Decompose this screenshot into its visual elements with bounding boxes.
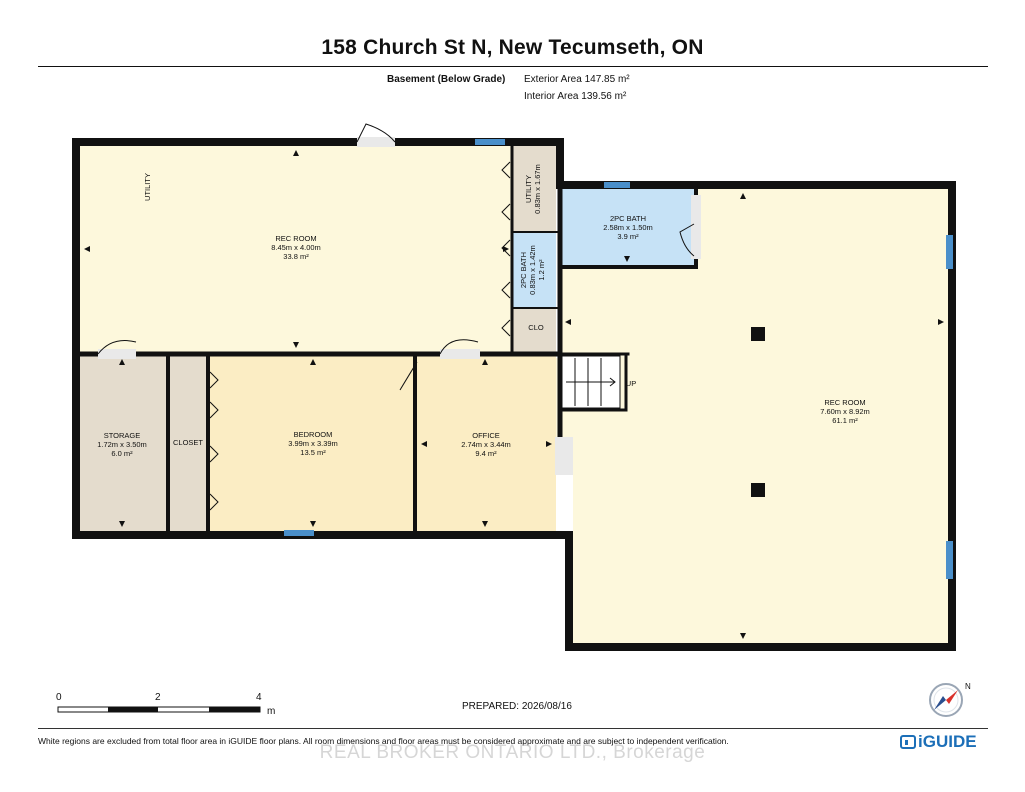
stairs-up-label: UP [626,379,636,388]
plan-title: 158 Church St N, New Tecumseth, ON [321,36,704,59]
office-dims: 2.74m x 3.44m [461,440,511,449]
bath-2pc-area [562,189,694,265]
rec-room-1-dims: 8.45m x 4.00m [271,243,321,252]
storage-area [80,356,166,531]
utility-small-name: UTILITY [524,175,533,203]
utility-small-area [512,146,556,232]
office-area [417,356,556,531]
rec-room-1-area [80,146,512,352]
prepared-date: PREPARED: 2026/08/16 [462,701,572,712]
windows [284,139,953,579]
rec-room-1-area-text: 33.8 m² [283,252,309,261]
clo-area [512,308,556,352]
scale-unit: m [267,706,276,717]
bedroom-area-text: 13.5 m² [300,448,326,457]
bath-2pc-area-text: 3.9 m² [617,232,639,241]
scale-tick-4: 4 [256,692,262,703]
support-column [751,483,765,497]
rec-room-2-dims: 7.60m x 8.92m [820,407,870,416]
bath-2pc-dims: 2.58m x 1.50m [603,223,653,232]
title-divider [38,66,988,67]
bath-small-area [512,232,556,308]
compass-icon: N [929,682,971,717]
scale-tick-2: 2 [155,692,161,703]
rec-room-2-area [556,189,948,643]
closet-label: CLOSET [173,438,203,447]
iguide-brand: iGUIDE [918,732,977,751]
rec-room-1-name: REC ROOM [275,234,316,243]
storage-dims: 1.72m x 3.50m [97,440,147,449]
bath-small-name: 2PC BATH [519,252,528,288]
scale-bar [57,706,261,713]
scale-tick-0: 0 [56,692,62,703]
utility-label: UTILITY [143,173,152,201]
clo-label: CLO [528,323,544,332]
bath-2pc-name: 2PC BATH [610,214,646,223]
floor-name: Basement (Below Grade) [387,74,506,85]
door-swings [97,123,695,511]
disclaimer-text: White regions are excluded from total fl… [38,736,729,746]
stairs [561,355,621,409]
bedroom-name: BEDROOM [294,430,333,439]
support-column [751,327,765,341]
walls [72,138,956,651]
storage-name: STORAGE [104,431,141,440]
office-name: OFFICE [472,431,500,440]
bedroom-area [210,356,413,531]
room-labels: UTILITY REC ROOM 8.45m x 4.00m 33.8 m² U… [97,164,870,458]
rec-room-2-name: REC ROOM [824,398,865,407]
iguide-logo-icon [900,735,916,749]
rec-room-2-area-text: 61.1 m² [832,416,858,425]
brokerage-watermark: REAL BROKER ONTARIO LTD., Brokerage [319,742,706,763]
compass-north-label: N [965,682,971,691]
utility-small-dims: 0.83m x 1.67m [533,164,542,214]
closet-area [170,356,206,531]
office-area-text: 9.4 m² [475,449,497,458]
storage-area-text: 6.0 m² [111,449,133,458]
footer-divider [38,728,988,729]
dimension-arrows [84,150,944,639]
interior-area: Interior Area 139.56 m² [524,91,627,102]
exterior-area: Exterior Area 147.85 m² [524,74,630,85]
bath-small-area-text: 1.2 m² [537,259,546,281]
door-openings [98,137,701,475]
bedroom-dims: 3.99m x 3.39m [288,439,338,448]
bath-small-dims: 0.83m x 1.42m [528,245,537,295]
